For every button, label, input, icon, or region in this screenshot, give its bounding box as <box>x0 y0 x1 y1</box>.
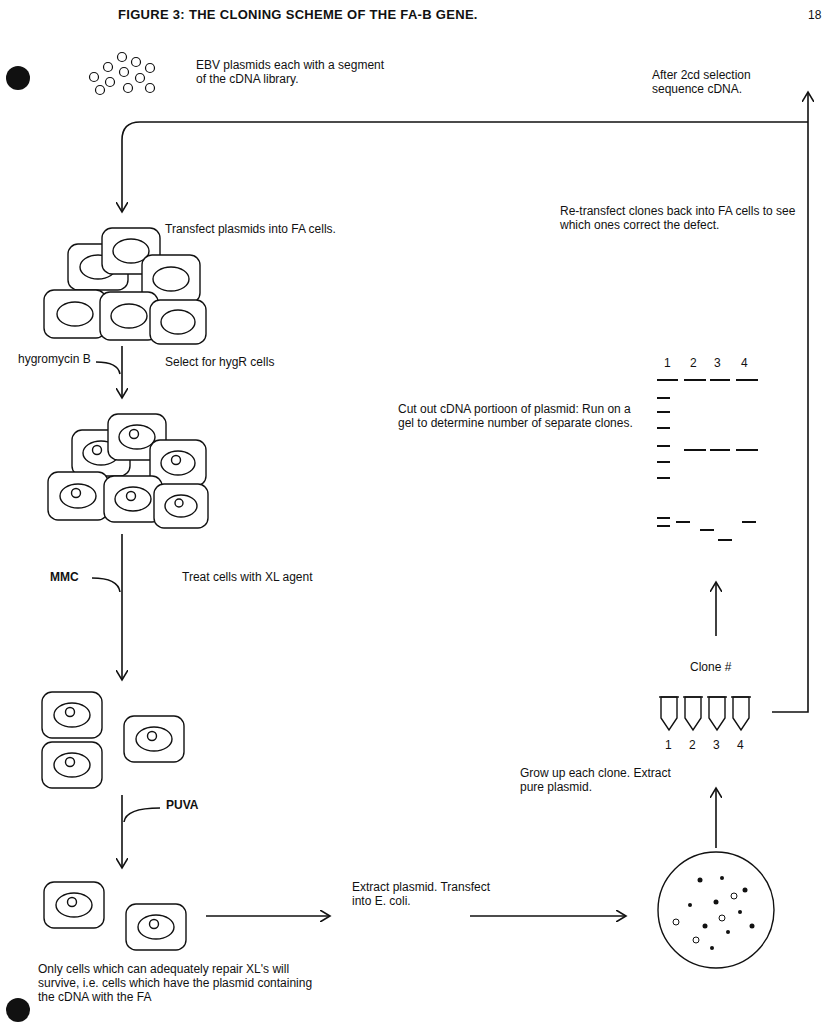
cell-group <box>44 882 186 950</box>
clone-label: Clone # <box>690 660 731 674</box>
step-note: Cut out cDNA portioon of plasmid: Run on… <box>398 402 646 430</box>
reagent-label: MMC <box>50 570 79 584</box>
step-note: Extract plasmid. Transfect into E. coli. <box>352 880 512 908</box>
lane-number: 3 <box>714 356 721 370</box>
punch-hole <box>6 998 30 1022</box>
gel-bands <box>657 380 758 540</box>
page-number: 18 <box>808 8 821 22</box>
tube-group <box>659 697 751 730</box>
step-note: Re-transfect clones back into FA cells t… <box>560 204 796 232</box>
step-note: Grow up each clone. Extract pure plasmid… <box>520 766 680 794</box>
step-note: Treat cells with XL agent <box>182 570 313 584</box>
punch-hole <box>6 66 30 90</box>
tube-number: 4 <box>737 738 744 752</box>
flow-arrow <box>92 534 122 680</box>
flow-arrow <box>122 795 160 868</box>
flow-arrow <box>206 582 716 916</box>
lane-number: 4 <box>741 356 748 370</box>
tube-number: 1 <box>665 738 672 752</box>
cell-group <box>42 692 184 788</box>
flow-arrow <box>96 346 122 398</box>
plasmid-group <box>90 53 155 95</box>
petri-dish <box>658 852 774 968</box>
figure-title: FIGURE 3: THE CLONING SCHEME OF THE FA-B… <box>118 8 478 22</box>
lane-number: 2 <box>690 356 697 370</box>
tube-number: 2 <box>689 738 696 752</box>
step-note: Transfect plasmids into FA cells. <box>165 222 425 236</box>
reagent-label: hygromycin B <box>18 352 91 366</box>
step-note: EBV plasmids each with a segment of the … <box>196 58 386 86</box>
cell-cluster <box>48 414 208 528</box>
lane-number: 1 <box>664 356 671 370</box>
reagent-label: PUVA <box>166 798 198 812</box>
step-note: Select for hygR cells <box>165 355 274 369</box>
tube-number: 3 <box>713 738 720 752</box>
cell-cluster <box>44 228 206 344</box>
result-note: Only cells which can adequately repair X… <box>38 962 328 1004</box>
loop-arrow <box>122 92 808 712</box>
step-note: After 2cd selection sequence cDNA. <box>652 68 802 96</box>
